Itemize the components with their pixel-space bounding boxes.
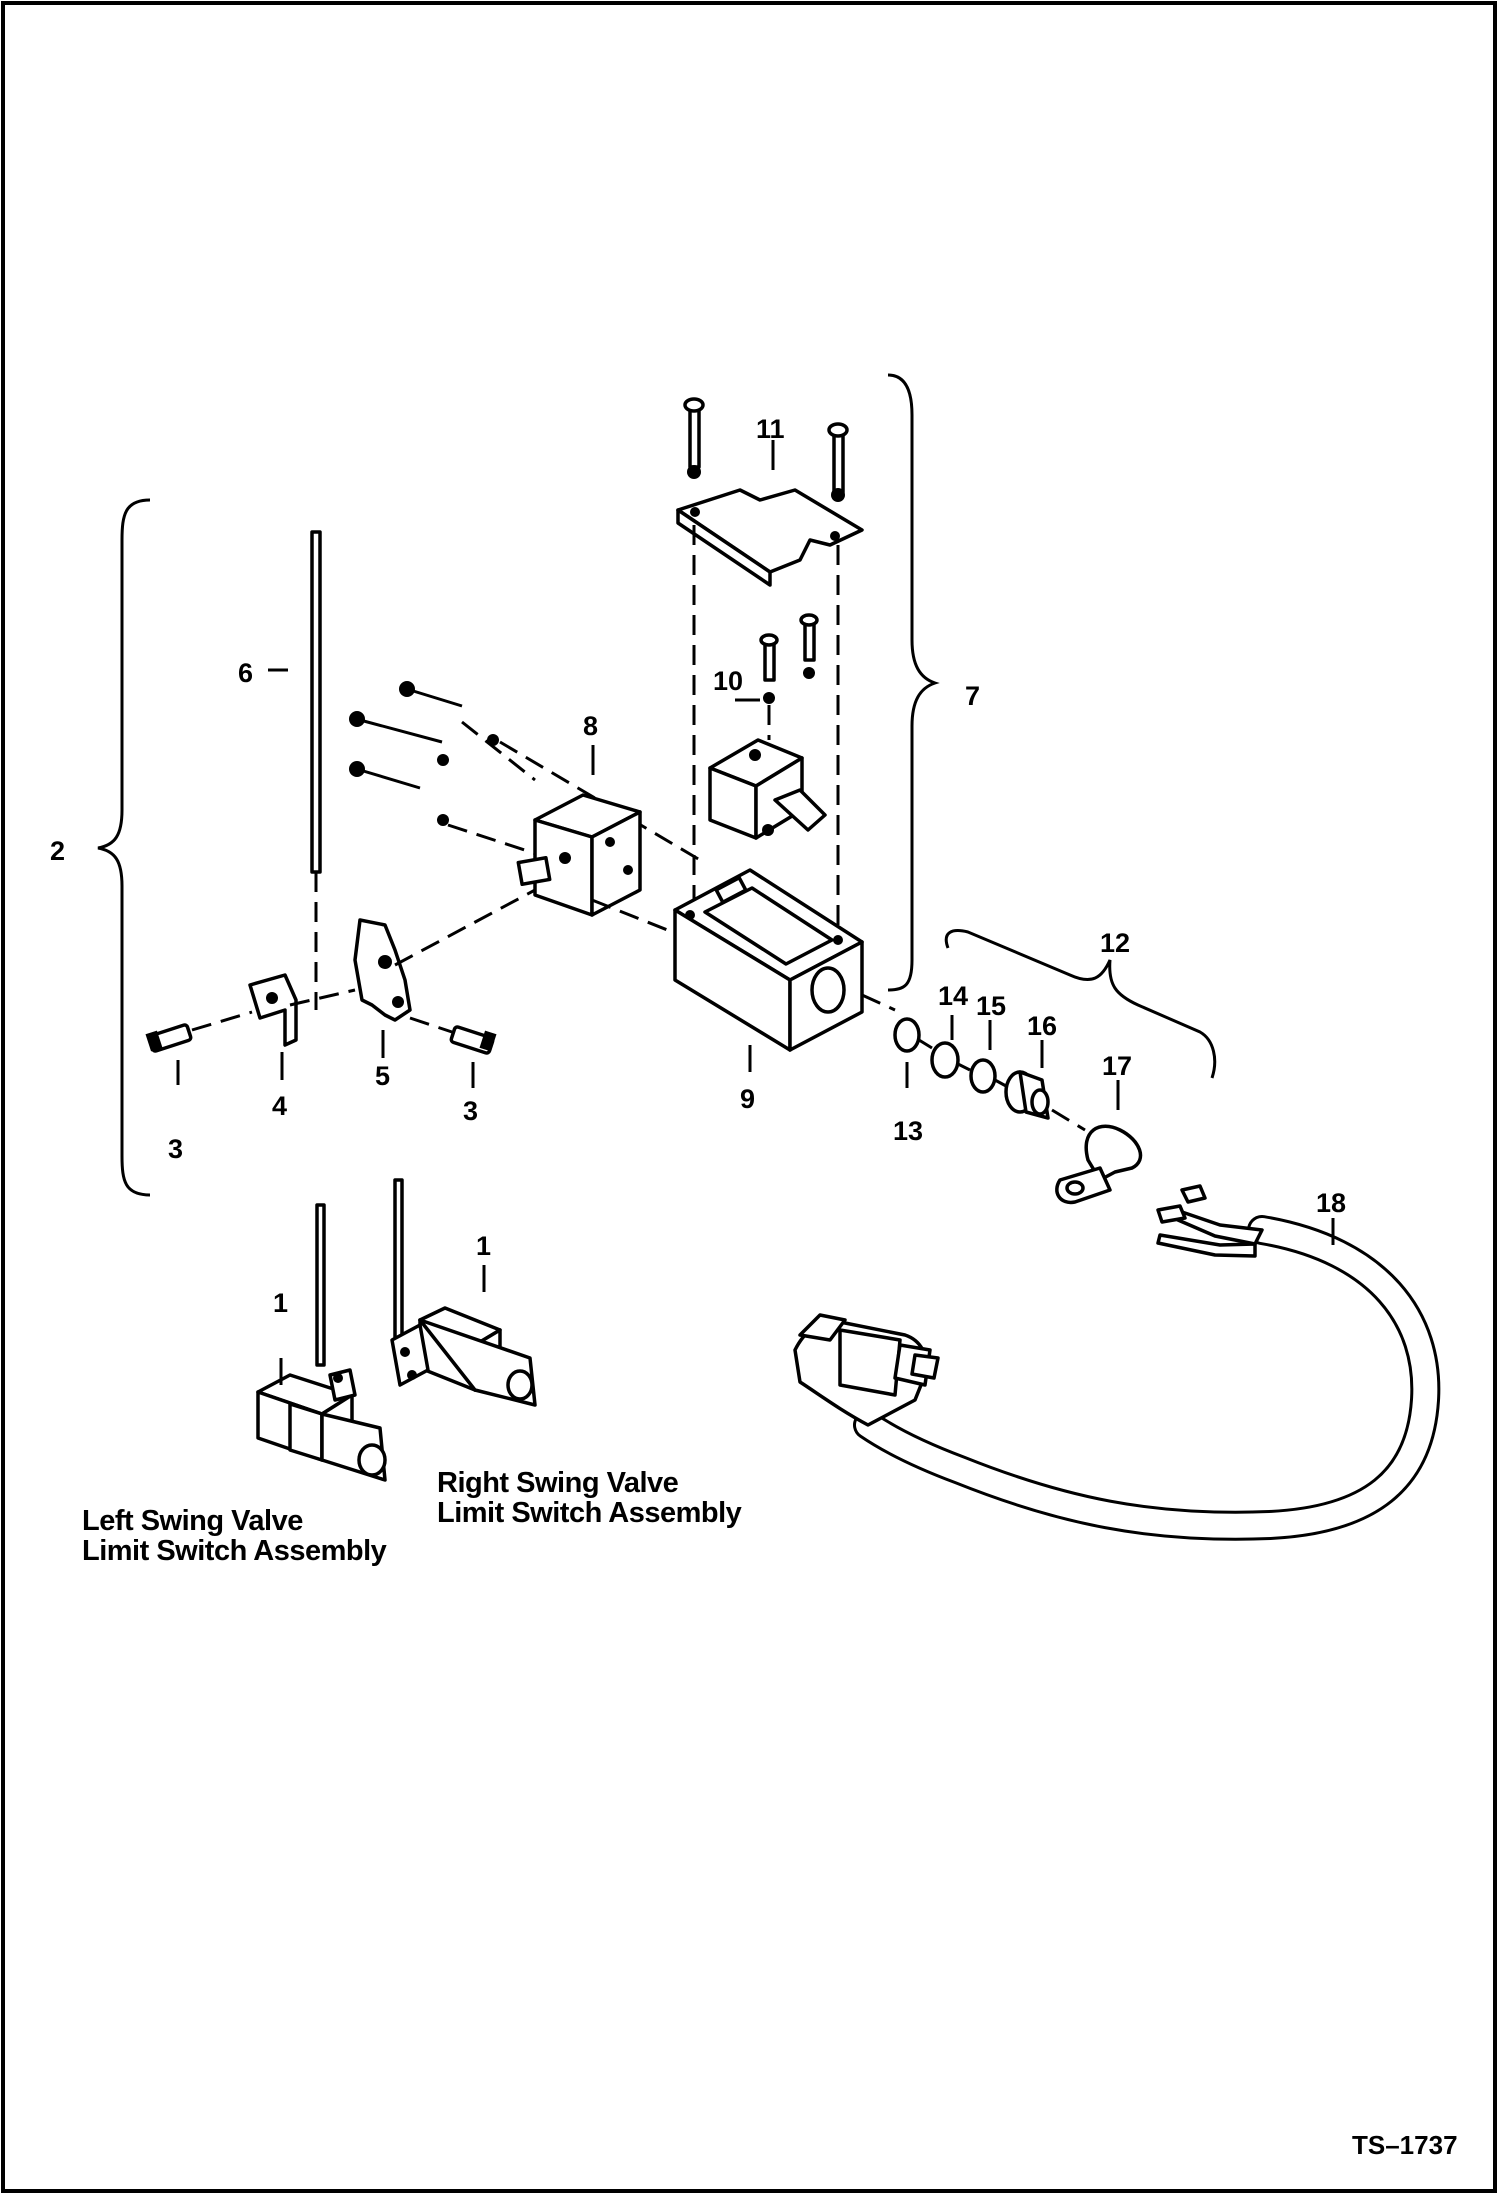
rod-part-6 — [310, 530, 322, 874]
left-assembly-caption-line-1: Left Swing Valve — [82, 1505, 303, 1537]
washer-part-13 — [893, 1017, 921, 1053]
housing-part-9 — [673, 868, 864, 1052]
brace-2 — [97, 498, 151, 1197]
bracket-part-4 — [248, 973, 298, 1047]
seal-guide-2 — [957, 1062, 971, 1072]
shaft-guide — [394, 888, 536, 967]
fitting-part-16 — [1004, 1070, 1050, 1120]
callout-1-left: 1 — [273, 1288, 288, 1318]
right-assembly-caption-line-2: Limit Switch Assembly — [437, 1497, 742, 1529]
screw-guide-right — [409, 1016, 453, 1034]
cover-part-11 — [676, 488, 864, 587]
actuator-guide — [591, 898, 681, 937]
screw-guide-1 — [461, 720, 536, 782]
lever-part-5 — [353, 918, 412, 1022]
bracket-guide — [289, 988, 356, 1007]
callout-17: 17 — [1102, 1051, 1132, 1081]
brace-7 — [887, 373, 940, 992]
housing-guide-out — [861, 993, 896, 1012]
callout-2: 2 — [50, 836, 65, 866]
brace-12 — [944, 929, 1217, 1079]
callout-8: 8 — [583, 711, 598, 741]
screw-guide-left — [191, 1010, 253, 1032]
seal-guide-3 — [994, 1078, 1007, 1088]
drawing-code: TS–1737 — [1352, 2130, 1458, 2160]
seal-part-15 — [969, 1058, 997, 1094]
right-assembly-caption-line-1: Right Swing Valve — [437, 1467, 679, 1499]
switch-part-10 — [708, 613, 827, 840]
seal-part-14 — [930, 1041, 960, 1079]
right-limit-switch-assembly — [390, 1178, 537, 1407]
left-assembly-caption-line-2: Limit Switch Assembly — [82, 1535, 387, 1567]
callout-3-right: 3 — [463, 1096, 478, 1126]
callout-11: 11 — [756, 414, 785, 444]
callout-18: 18 — [1316, 1188, 1346, 1218]
callout-10: 10 — [713, 666, 743, 696]
callout-9: 9 — [740, 1084, 755, 1114]
actuator-part-8 — [516, 793, 642, 917]
screw-guide-3 — [447, 823, 541, 857]
callout-5: 5 — [375, 1061, 390, 1091]
callout-16: 16 — [1027, 1011, 1057, 1041]
callout-6: 6 — [238, 658, 253, 688]
screw-part-3-left — [145, 1023, 193, 1053]
callout-15: 15 — [976, 991, 1006, 1021]
callout-13: 13 — [893, 1116, 923, 1146]
clamp-part-17 — [1055, 1124, 1143, 1205]
screw-part-3-right — [449, 1025, 497, 1055]
left-limit-switch-assembly — [256, 1203, 387, 1482]
fitting-guide — [1051, 1108, 1086, 1132]
seal-guide-1 — [918, 1038, 933, 1050]
harness-part-18 — [793, 1184, 1441, 1541]
callout-3-left: 3 — [168, 1134, 183, 1164]
callout-12: 12 — [1100, 928, 1130, 958]
callout-1-right: 1 — [476, 1231, 491, 1261]
screws-part-11 — [683, 397, 849, 502]
screws-part-8 — [349, 681, 499, 826]
callout-7: 7 — [965, 681, 980, 711]
callout-4: 4 — [272, 1091, 287, 1121]
screw-guide-2 — [499, 740, 701, 862]
callout-14: 14 — [938, 981, 968, 1011]
